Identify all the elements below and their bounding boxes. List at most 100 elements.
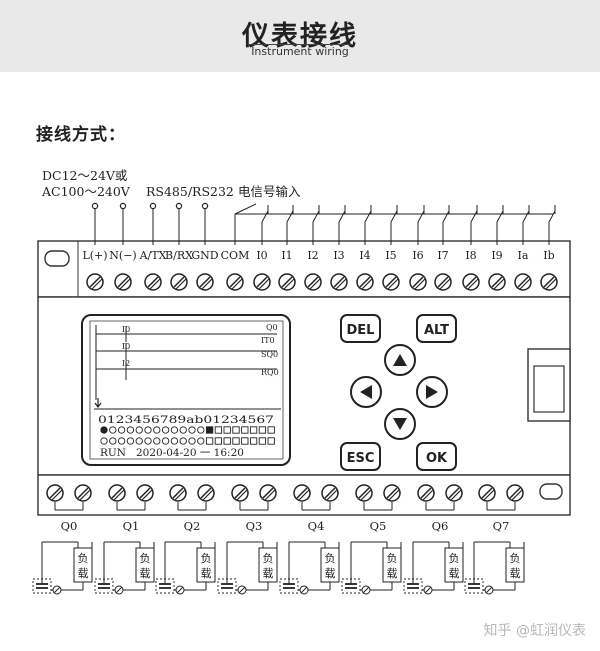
lcd-output-indicator — [267, 426, 275, 434]
load-label: 载 — [325, 567, 336, 580]
switch-contact-icon — [261, 210, 269, 223]
output-terminal-screw-slot — [358, 487, 370, 499]
lcd-input-indicator — [188, 437, 196, 445]
lcd-input-indicator — [179, 437, 187, 445]
lcd-output-indicator — [267, 437, 275, 445]
output-terminal-screw-slot — [264, 489, 276, 501]
output-terminal-screw-slot — [450, 489, 462, 501]
output-terminal-screw-slot — [113, 489, 125, 501]
output-terminal-screw-slot — [234, 487, 246, 499]
power-supply-label: AC100～240V — [41, 184, 131, 199]
mount-hole-bottom — [539, 483, 563, 500]
output-label: Q7 — [493, 519, 510, 533]
switch-contact-icon — [312, 210, 320, 223]
switch-contact-icon — [286, 210, 294, 223]
terminal-screw-slot — [258, 278, 270, 290]
lcd-input-indicator — [153, 426, 161, 434]
terminal-screw-slot — [281, 276, 293, 288]
terminal-screw-slot — [387, 278, 399, 290]
output-label: Q5 — [370, 519, 387, 533]
power-source-box — [217, 578, 237, 594]
terminal-label: Ia — [518, 249, 529, 262]
lcd-input-indicator — [109, 426, 117, 434]
output-terminal-screw-slot — [448, 487, 460, 499]
output-terminal-screw-slot — [172, 487, 184, 499]
terminal-screw-slot — [335, 278, 347, 290]
com-bus-lead — [234, 203, 257, 215]
power-source-box — [32, 578, 52, 594]
lcd-output-indicator — [223, 426, 231, 434]
terminal-screw-slot — [361, 278, 373, 290]
lcd-input-indicator — [117, 426, 126, 434]
terminal-screw-slot — [412, 276, 424, 288]
output-terminal-screw-slot — [298, 489, 310, 501]
switch-contact-icon — [338, 210, 346, 223]
switch-contact-icon — [442, 210, 450, 223]
power-supply-label: DC12～24V或 — [42, 168, 128, 183]
switch-contact-icon — [364, 210, 372, 223]
terminal-label: COM — [221, 249, 250, 262]
load-label: 载 — [140, 567, 151, 580]
terminal-label: I7 — [437, 249, 448, 262]
page-subtitle: Instrument wiring — [251, 45, 349, 58]
expansion-port-inner — [533, 365, 565, 413]
down-arrow-icon — [393, 418, 407, 430]
terminal-label: I2 — [307, 249, 318, 262]
terminal-screw-slot — [437, 276, 449, 288]
wire-terminal-point — [119, 202, 127, 210]
lcd-input-indicator — [170, 437, 179, 445]
output-terminal-screw-slot — [77, 487, 89, 499]
switch-contact-icon — [390, 210, 398, 223]
lcd-input-indicator — [109, 437, 117, 445]
top-wiring — [91, 202, 556, 245]
terminal-screw-slot — [543, 276, 555, 288]
output-terminal-screw-slot — [236, 489, 248, 501]
lcd-input-indicator — [153, 437, 161, 445]
del-button[interactable] — [340, 314, 381, 343]
lcd-input-indicator — [197, 437, 205, 445]
load-label: 负 — [140, 551, 151, 565]
terminal-label: I1 — [281, 249, 292, 262]
lcd-io-status-row — [100, 426, 275, 434]
terminal-screw-slot — [359, 276, 371, 288]
alt-button[interactable] — [416, 314, 457, 343]
terminal-screw-slot — [333, 276, 345, 288]
load-label: 载 — [449, 567, 460, 580]
del-button-label: DEL — [347, 323, 375, 338]
lcd-input-indicator — [144, 437, 152, 445]
load-label: 负 — [449, 551, 460, 565]
terminal-screw-slot — [439, 278, 451, 290]
lcd-output-indicator — [249, 437, 258, 445]
output-terminal-screw-slot — [49, 487, 61, 499]
output-terminal-screw-slot — [139, 487, 151, 499]
fuse-icon-slash — [115, 586, 123, 594]
load-label: 负 — [387, 551, 398, 565]
fuse-icon-slash — [424, 586, 432, 594]
power-source-box — [403, 578, 423, 594]
esc-button[interactable] — [340, 442, 381, 471]
lcd-input-indicator — [135, 426, 143, 434]
lcd-index-row: 0123456789ab01234567 — [98, 414, 274, 426]
load-label: 载 — [78, 567, 89, 580]
lcd-input-indicator — [144, 426, 152, 434]
terminal-screw-slot — [147, 276, 159, 288]
load-label: 负 — [263, 551, 274, 565]
output-terminal-screw-slot — [141, 489, 153, 501]
output-label: Q2 — [184, 519, 201, 533]
terminal-screw-slot — [519, 278, 531, 290]
output-terminal-screw-slot — [511, 489, 523, 501]
lcd-row-label: I2 — [122, 359, 130, 368]
terminal-label: I3 — [333, 249, 344, 262]
output-terminal-screw-slot — [509, 487, 521, 499]
output-terminal-screw-slot — [360, 489, 372, 501]
terminal-screw-slot — [201, 278, 213, 290]
fuse-icon-slash — [176, 586, 184, 594]
lcd-input-indicator — [100, 426, 108, 434]
output-terminal-screw-slot — [420, 487, 432, 499]
ok-button[interactable] — [416, 442, 457, 471]
terminal-screw-slot — [283, 278, 295, 290]
